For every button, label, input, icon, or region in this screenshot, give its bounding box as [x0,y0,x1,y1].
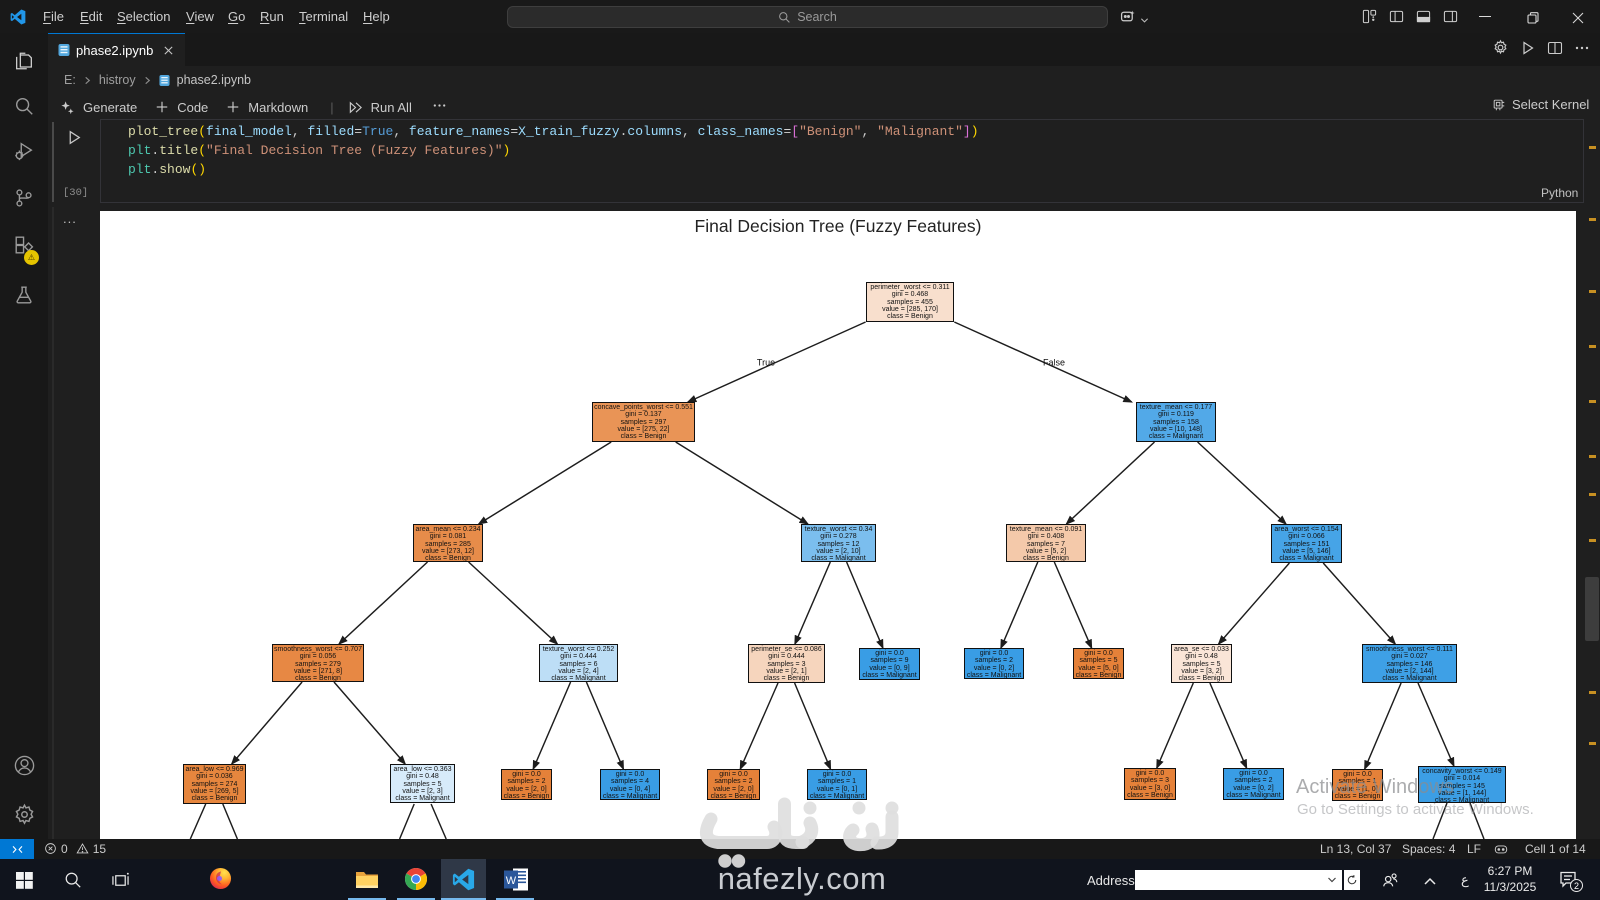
svg-text:False: False [1043,358,1065,368]
svg-text:True: True [757,358,775,368]
svg-text:W: W [506,875,517,887]
